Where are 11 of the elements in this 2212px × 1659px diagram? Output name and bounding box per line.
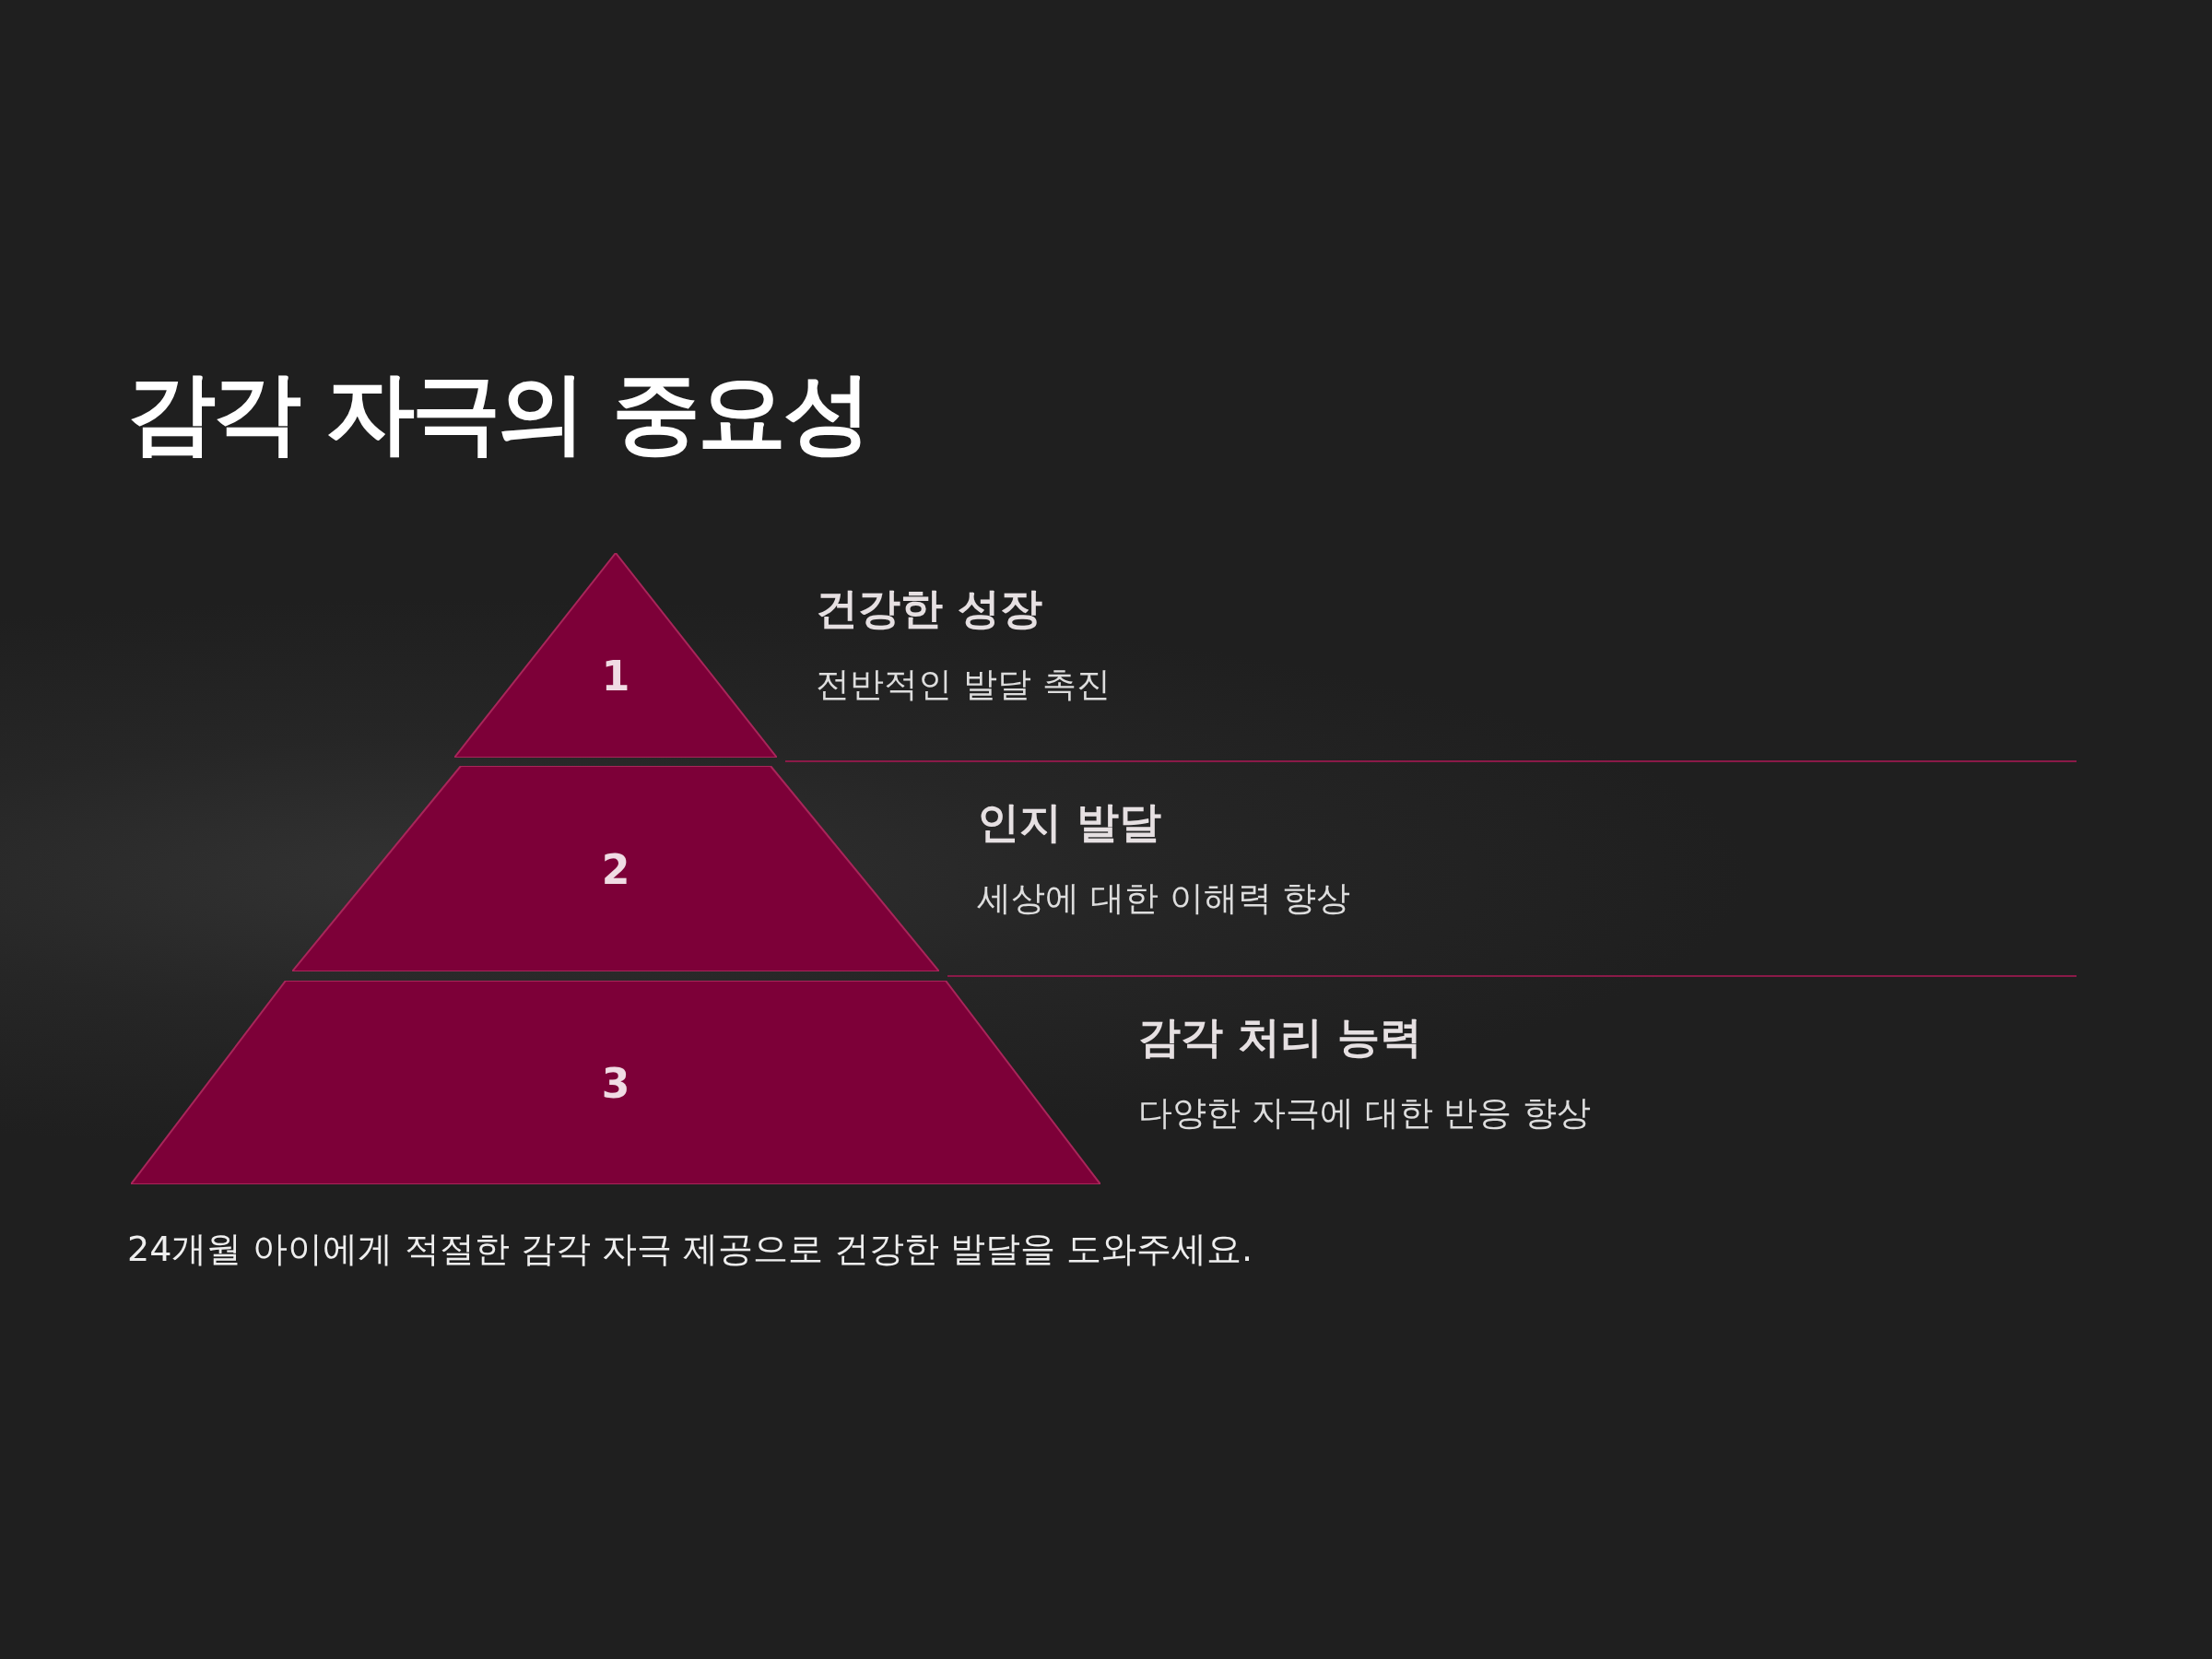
- tier-description: 세상에 대한 이해력 향상: [977, 877, 1351, 920]
- tier-heading: 건강한 성장: [816, 582, 1042, 635]
- caption-text: 24개월 아이에게 적절한 감각 자극 제공으로 건강한 발달을 도와주세요.: [127, 1228, 1253, 1271]
- tier-heading: 인지 발달: [977, 796, 1161, 849]
- tier-description: 전반적인 발달 촉진: [816, 664, 1111, 706]
- tier-number: 1: [601, 652, 630, 700]
- tier-heading: 감각 처리 능력: [1138, 1011, 1423, 1064]
- tier-number: 3: [601, 1059, 630, 1106]
- tier-description: 다양한 자극에 대한 반응 향상: [1138, 1092, 1592, 1135]
- tier-number: 2: [601, 845, 630, 892]
- page-title: 감각 자극의 중요성: [127, 360, 869, 466]
